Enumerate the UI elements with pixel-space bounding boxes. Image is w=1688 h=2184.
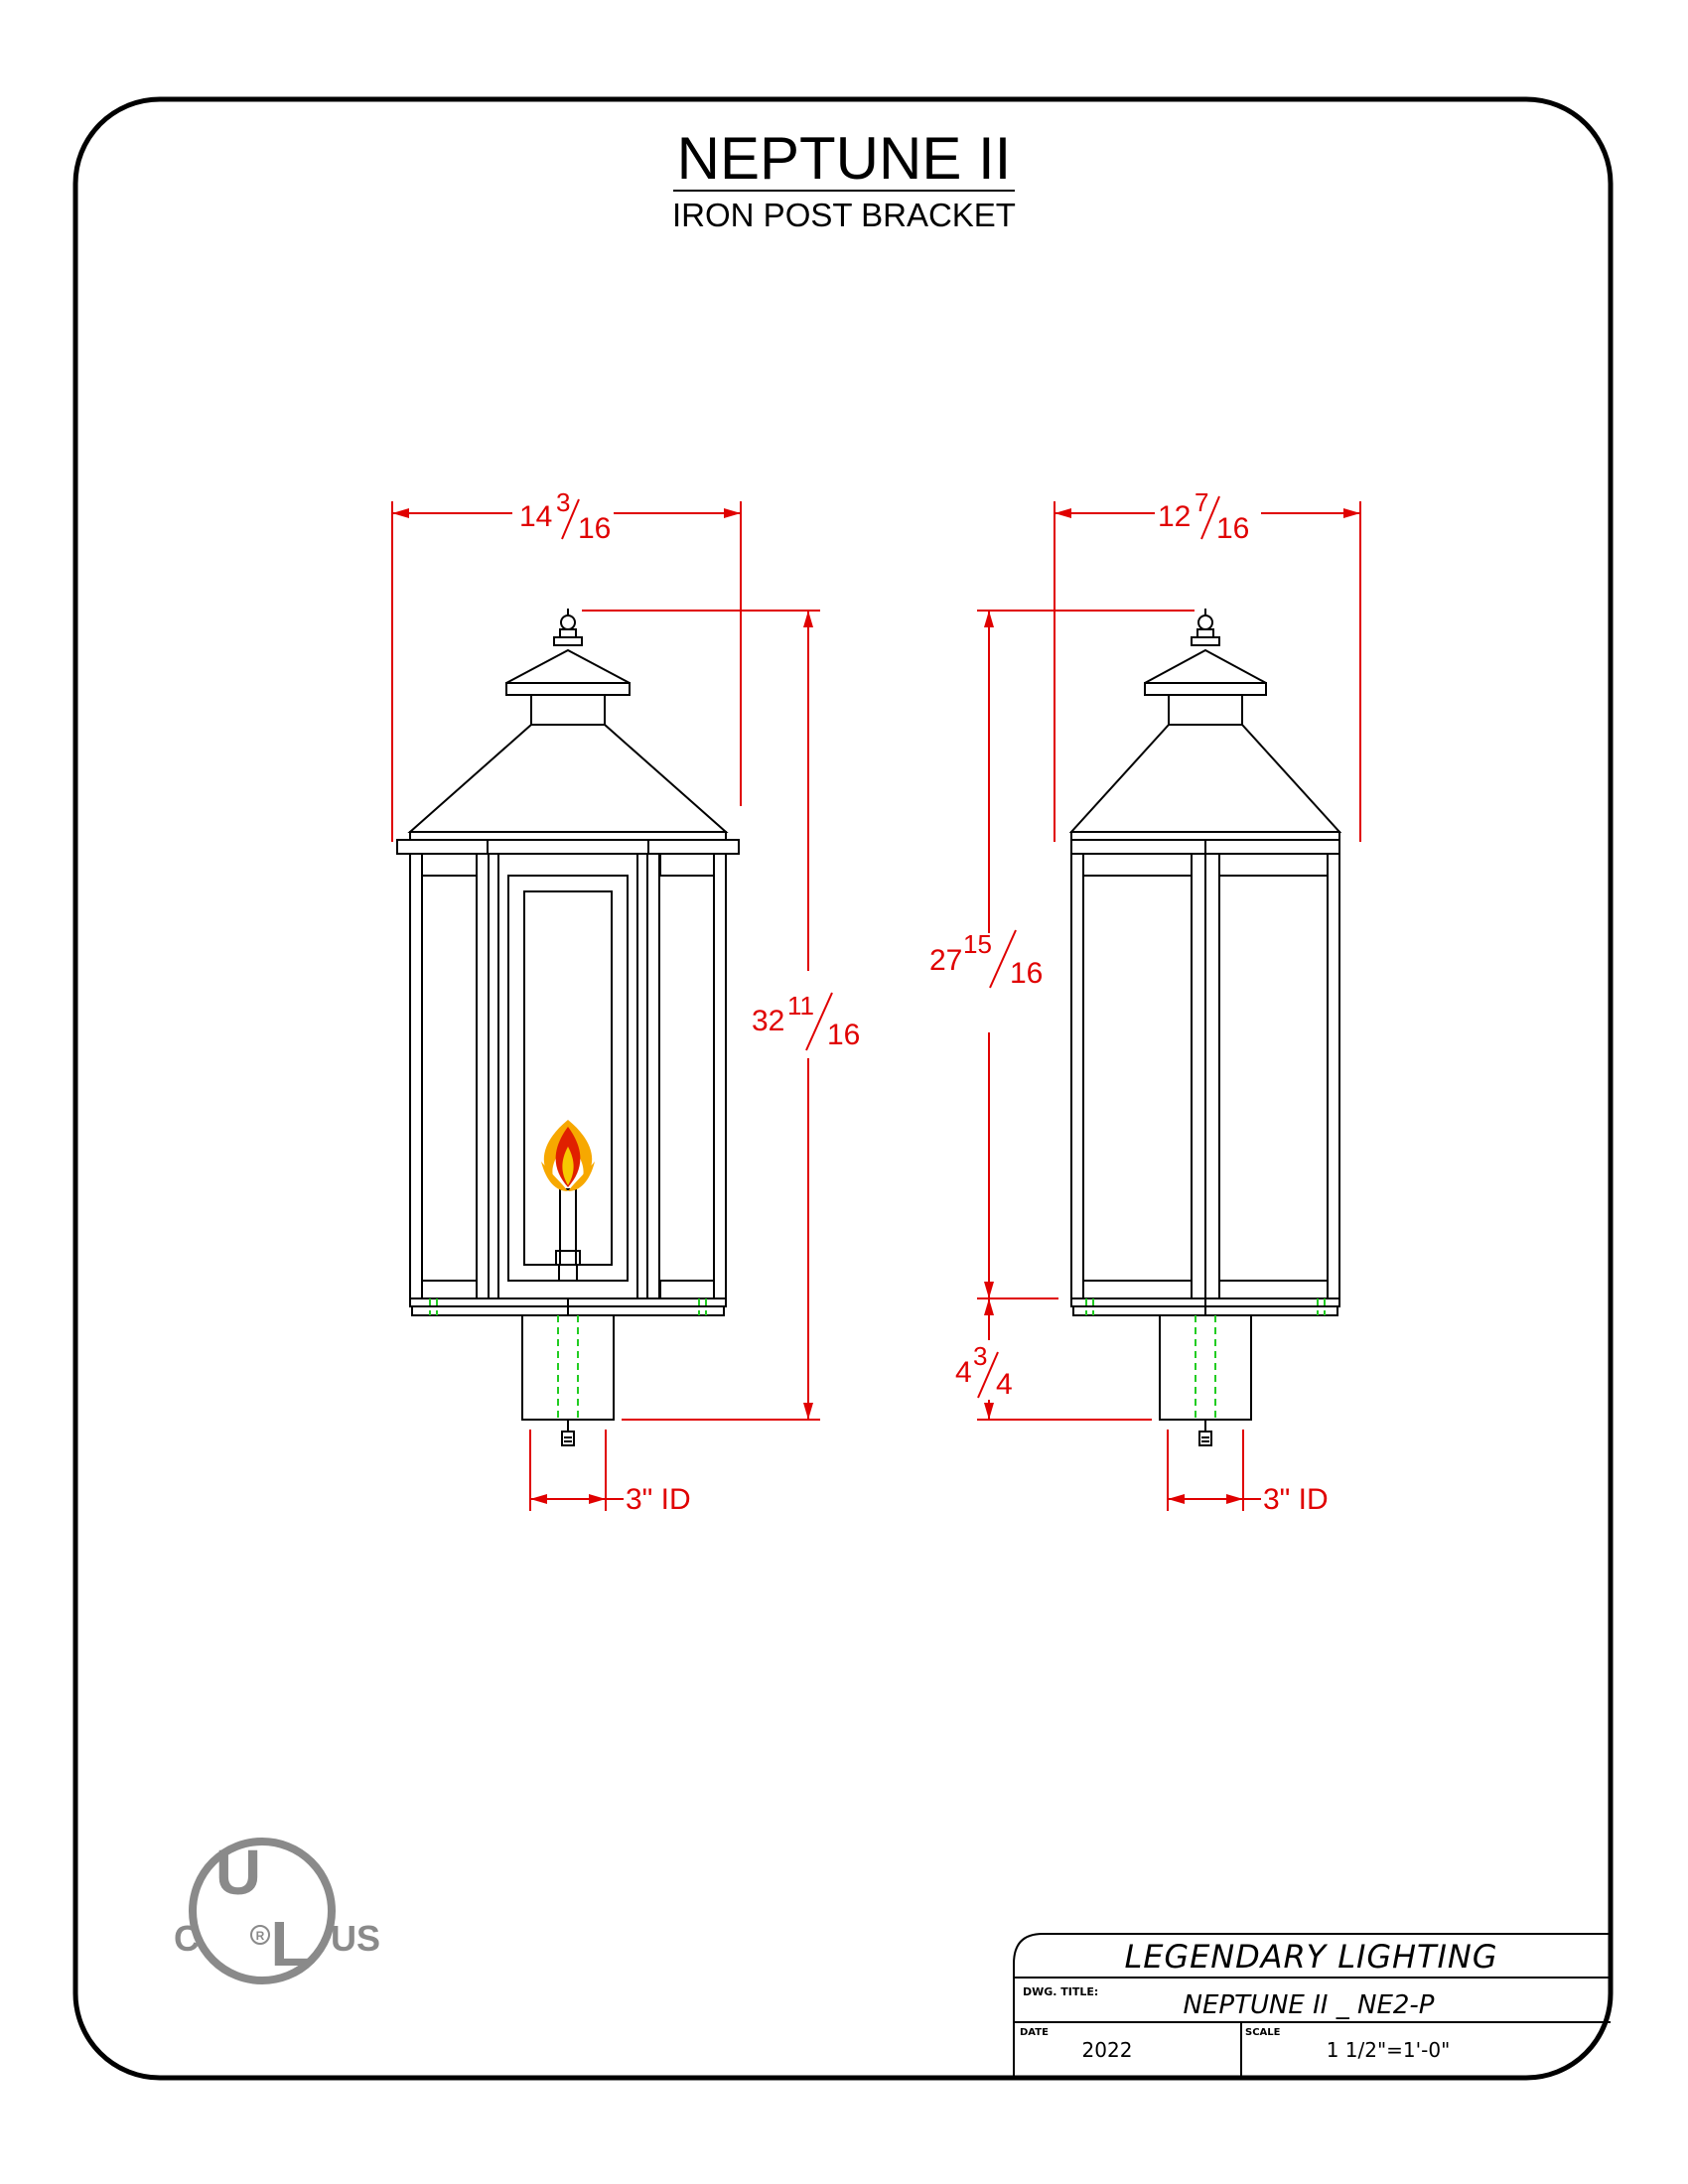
flame-icon [541,1120,595,1191]
front-width-whole: 14 [519,500,552,533]
front-width-label: 14 3 16 [519,487,611,545]
side-width-whole: 12 [1158,500,1191,533]
scale-label: SCALE [1245,2027,1281,2038]
front-hidden-lines [429,1298,707,1420]
side-body-height-denominator: 16 [1010,957,1043,990]
side-width-label: 12 7 16 [1158,487,1249,545]
side-post-height-numerator: 3 [973,1341,987,1371]
side-width-denominator: 16 [1216,512,1249,545]
title-block [1013,1933,1611,2078]
side-post-height-fraction-bar [977,1351,999,1399]
date-label: DATE [1020,2027,1049,2038]
front-view [396,609,740,1446]
side-post-height-label: 4 3 4 [955,1341,1013,1401]
front-height-denominator: 16 [827,1019,860,1051]
registered-mark-icon [250,1925,270,1945]
ul-certification-logo: U L R C US [174,1837,380,1984]
drawing-title: NEPTUNE II [677,125,1012,192]
drawing-subtitle: IRON POST BRACKET [672,197,1016,233]
front-width-numerator: 3 [556,487,570,517]
side-body-height-numerator: 15 [963,929,992,959]
front-width-denominator: 16 [578,512,611,545]
dimension-lines [391,501,1361,1511]
sheet-border [72,96,1614,2081]
front-height-whole: 32 [752,1005,784,1037]
ul-logo-u: U [215,1837,261,1908]
front-post-id-label: 3" ID [626,1483,691,1516]
front-height-label: 32 11 16 [752,991,860,1051]
side-body-height-fraction-bar [989,929,1017,989]
front-width-fraction-bar [561,498,580,540]
ul-logo-c: C [174,1918,200,1959]
front-height-numerator: 11 [787,991,814,1021]
ul-logo-l: L [270,1908,309,1979]
side-body-height-whole: 27 [929,944,962,977]
dimension-arrows [392,508,1360,1504]
side-post-height-whole: 4 [955,1356,972,1389]
side-hidden-lines [1085,1298,1326,1420]
drawing-scale: 1 1/2"=1'-0" [1327,2038,1451,2062]
side-post-height-denominator: 4 [996,1368,1013,1401]
company-name: LEGENDARY LIGHTING [1125,1938,1497,1976]
side-width-fraction-bar [1200,495,1220,540]
ul-logo-registered: R [256,1929,265,1943]
side-width-numerator: 7 [1195,487,1208,517]
side-view [1068,609,1342,1446]
side-post-id-label: 3" ID [1263,1483,1329,1516]
drawing-number: NEPTUNE II _ NE2-P [1184,1990,1435,2020]
ul-logo-us: US [331,1918,380,1959]
side-body-height-label: 27 15 16 [929,929,1043,990]
front-height-fraction-bar [805,992,833,1051]
drawing-date: 2022 [1082,2038,1133,2062]
ul-logo-ring [189,1838,336,1984]
dwg-title-label: DWG. TITLE: [1023,1985,1098,1998]
